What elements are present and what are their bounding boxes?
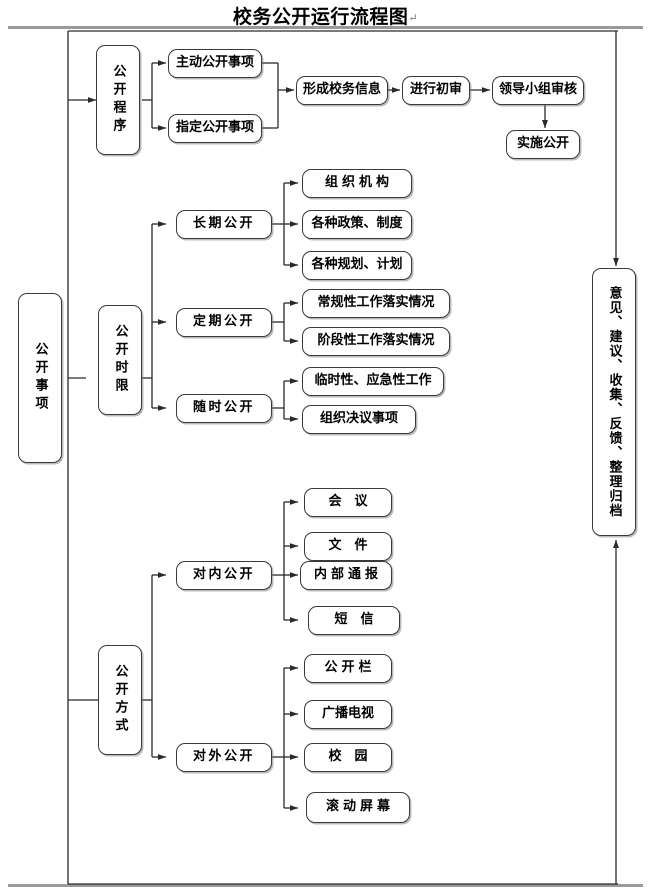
page-title-text: 校务公开运行流程图 [232,6,409,28]
node-gongkai-shixian[interactable]: 公开时限 [98,305,142,415]
node-suishi-gongkai[interactable]: 随时公开 [176,394,272,423]
node-label: 进行初审 [409,82,462,98]
node-label: 公开栏 [324,660,376,676]
node-label: 公开事项 [32,342,48,414]
node-label: 各种规划、计划 [311,257,403,273]
page-title: 校务公开运行流程图↵ [0,2,651,29]
node-duanxin[interactable]: 短信 [308,606,400,635]
node-label: 文件 [328,538,381,554]
node-duinei-gongkai[interactable]: 对内公开 [176,561,272,590]
node-gongkai-fangshi[interactable]: 公开方式 [98,645,142,755]
node-guangbo-dianshi[interactable]: 广播电视 [304,700,392,729]
node-label: 滚动屏幕 [325,799,394,815]
node-label: 公开时限 [112,324,128,396]
node-label: 组织决议事项 [319,411,398,427]
node-label: 会议 [328,494,381,510]
node-guihua-jihua[interactable]: 各种规划、计划 [302,251,412,280]
node-label: 指定公开事项 [175,120,254,136]
node-label: 形成校务信息 [302,82,381,98]
node-gundong-pingmu[interactable]: 滚动屏幕 [306,792,410,823]
node-lingdao-xiaozu-shenhe[interactable]: 领导小组审核 [492,76,584,105]
node-changgui-gongzuo[interactable]: 常规性工作落实情况 [302,289,450,318]
node-label: 对内公开 [192,567,255,583]
node-xingcheng-xiaowu-xinxi[interactable]: 形成校务信息 [296,76,388,105]
node-label: 各种政策、制度 [311,216,403,232]
node-label: 长期公开 [192,216,255,232]
node-zhengce-zhidu[interactable]: 各种政策、制度 [302,210,412,239]
node-linshi-yingji-gongzuo[interactable]: 临时性、应急性工作 [302,367,444,396]
node-yijian-fankui[interactable]: 意见、建议、收集、反馈、整理归档 [592,268,636,536]
node-changqi-gongkai[interactable]: 长期公开 [176,210,272,239]
node-label: 公开程序 [110,64,126,136]
node-label: 公开方式 [112,664,128,736]
node-label: 内部通报 [313,567,382,583]
node-label: 组织机构 [324,175,393,191]
node-label: 临时性、应急性工作 [314,373,432,389]
node-label: 常规性工作落实情况 [317,295,435,311]
node-label: 对外公开 [192,749,255,765]
node-duiwai-gongkai[interactable]: 对外公开 [176,743,272,772]
node-label: 领导小组审核 [498,82,577,98]
node-xiaoyuan[interactable]: 校园 [304,743,392,772]
node-zhudong-gongkai-shixiang[interactable]: 主动公开事项 [168,49,262,78]
footer-divider [8,884,643,887]
node-dingqi-gongkai[interactable]: 定期公开 [176,308,272,337]
node-zuzhi-jigou[interactable]: 组织机构 [302,169,412,198]
node-shishi-gongkai[interactable]: 实施公开 [506,130,580,159]
node-gongkai-chengxu[interactable]: 公开程序 [96,45,140,155]
node-label: 定期公开 [192,314,255,330]
node-label: 主动公开事项 [175,55,254,71]
pilcrow-mark-title: ↵ [408,11,419,25]
node-gongkai-shixiang[interactable]: 公开事项 [18,293,62,463]
node-label: 实施公开 [516,136,569,152]
node-label: 随时公开 [192,400,255,416]
node-jinxing-chushen[interactable]: 进行初审 [402,76,470,105]
node-label: 校园 [328,749,381,765]
node-label: 短信 [334,612,387,628]
node-neibu-tongbao[interactable]: 内部通报 [300,561,392,590]
node-huiyi[interactable]: 会议 [304,488,392,517]
node-wenjian[interactable]: 文件 [304,532,392,561]
node-label: 意见、建议、收集、反馈、整理归档 [606,286,622,518]
node-zhiding-gongkai-shixiang[interactable]: 指定公开事项 [168,114,262,143]
node-gongkai-lan[interactable]: 公开栏 [304,654,392,683]
node-label: 阶段性工作落实情况 [317,333,435,349]
node-jieduan-gongzuo[interactable]: 阶段性工作落实情况 [302,327,450,356]
node-zuzhi-jueyi-shixiang[interactable]: 组织决议事项 [302,405,416,434]
node-label: 广播电视 [321,706,374,722]
title-divider [8,26,643,29]
